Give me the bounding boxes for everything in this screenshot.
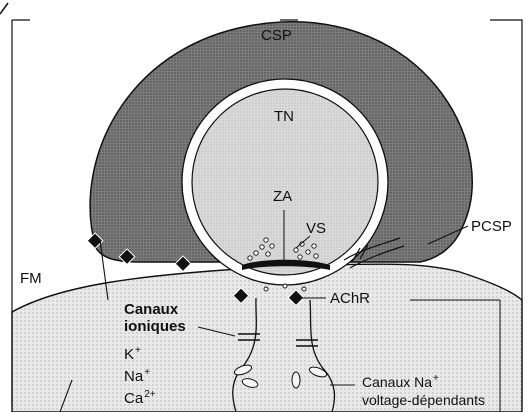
za-label: ZA — [273, 188, 292, 205]
canaux-ioniques-label: Canaux ioniques — [124, 301, 204, 335]
vs-label: VS — [306, 220, 326, 237]
canaux-na-label: Canaux Na+ — [362, 374, 439, 393]
ion-k-label: K+ — [124, 346, 141, 365]
voltage-dependants-label: voltage-dépendants — [362, 392, 485, 409]
fm-label: FM — [20, 270, 42, 287]
pcsp-label: PCSP — [471, 218, 512, 235]
csp-label: CSP — [261, 27, 292, 44]
achr-label: AChR — [330, 290, 370, 307]
tn-label: TN — [274, 108, 294, 125]
ion-na-label: Na+ — [124, 368, 150, 387]
ion-ca-label: Ca2+ — [124, 390, 156, 409]
corner-mark — [0, 3, 8, 14]
